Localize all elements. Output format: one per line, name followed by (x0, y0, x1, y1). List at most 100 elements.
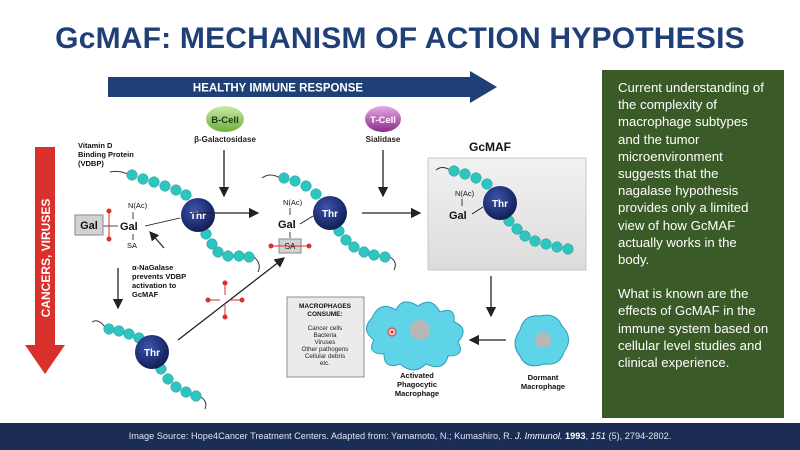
chain-bead (103, 323, 115, 335)
side-panel: Current understanding of the complexity … (602, 70, 784, 418)
gal-removed-box (74, 214, 104, 236)
dormant-macrophage: Dormant Macrophage (514, 314, 569, 391)
svg-text:MACROPHAGES: MACROPHAGES (299, 303, 352, 310)
svg-text:N(Ac): N(Ac) (128, 201, 148, 210)
svg-text:N(Ac): N(Ac) (283, 198, 303, 207)
cancers-viruses-arrow: CANCERS, VIRUSES (25, 147, 65, 374)
t-cell-enzyme: Sialidase (366, 135, 401, 144)
svg-text:CONSUME:: CONSUME: (307, 311, 342, 318)
thr-node (483, 186, 517, 220)
svg-text:Cancer cells: Cancer cells (308, 325, 343, 332)
chain-bead (190, 390, 202, 402)
chain-bead (180, 386, 192, 398)
chain-bead (278, 172, 290, 184)
svg-text:prevents VDBP: prevents VDBP (132, 272, 186, 281)
blocked-arrow (177, 257, 286, 341)
svg-text:Thr: Thr (190, 211, 206, 222)
chain-tail (389, 256, 396, 271)
svg-text:Gal: Gal (80, 220, 98, 232)
chain-bead (206, 238, 218, 250)
chain-bead (170, 381, 182, 393)
vdbp-molecule: Thr N(Ac) Gal SA Gal (74, 169, 260, 273)
chain-bead (379, 251, 391, 263)
svg-text:Cellular debris: Cellular debris (305, 353, 345, 360)
chain-bead (368, 249, 380, 261)
svg-text:etc.: etc. (320, 360, 330, 367)
chain-bead (289, 175, 301, 187)
blocked-molecule: Thr (91, 320, 207, 410)
blocked-cross (205, 280, 245, 320)
side-panel-paragraph-1: Current understanding of the complexity … (618, 80, 764, 268)
chain-bead (148, 176, 160, 188)
chain-tail (253, 256, 260, 273)
svg-text:GcMAF: GcMAF (132, 290, 159, 299)
chain-bead (243, 251, 255, 263)
b-cell-enzyme: β-Galactosidase (194, 135, 256, 144)
svg-text:Bacteria: Bacteria (313, 332, 337, 339)
svg-text:Other pathogens: Other pathogens (302, 346, 349, 353)
citation-text: Image Source: Hope4Cancer Treatment Cent… (128, 431, 515, 441)
citation-journal: J. Immunol. (514, 431, 563, 441)
mechanism-diagram: HEALTHY IMMUNE RESPONSE CANCERS, VIRUSES… (25, 71, 587, 410)
nagalase-note: α-NaGalase prevents VDBP activation to G… (132, 263, 186, 299)
vdbp-label: Vitamin D Binding Protein (VDBP) (78, 141, 134, 168)
gcmaf-label: GcMAF (469, 140, 511, 154)
chain-bead (159, 180, 171, 192)
b-cell-label: B-Cell (211, 115, 238, 126)
chain-bead (310, 188, 322, 200)
chain-tail (109, 170, 129, 175)
thr-node (313, 196, 347, 230)
chain-bead (340, 234, 352, 246)
chain-bead (233, 250, 245, 262)
b-cell: B-Cell β-Galactosidase (194, 106, 256, 144)
svg-text:(VDBP): (VDBP) (78, 159, 104, 168)
svg-text:Macrophage: Macrophage (395, 389, 439, 398)
svg-text:Thr: Thr (492, 199, 508, 210)
chain-bead (162, 373, 174, 385)
chain-bead (562, 243, 574, 255)
chain-tail (200, 396, 207, 410)
healthy-response-arrow: HEALTHY IMMUNE RESPONSE (108, 71, 497, 103)
chain-bead (170, 184, 182, 196)
footer-citation: Image Source: Hope4Cancer Treatment Cent… (0, 423, 800, 450)
citation-volume: 151 (590, 431, 606, 441)
svg-text:Gal: Gal (120, 221, 138, 233)
chain-bead (540, 238, 552, 250)
cancers-viruses-label: CANCERS, VIRUSES (39, 199, 53, 318)
chain-bead (470, 172, 482, 184)
svg-text:Dormant: Dormant (528, 373, 559, 382)
chain-bead (511, 223, 523, 235)
page-title: GcMAF: MECHANISM OF ACTION HYPOTHESIS (55, 22, 745, 55)
activated-macrophage: Activated Phagocytic Macrophage (366, 301, 464, 398)
svg-text:activation to: activation to (132, 281, 177, 290)
chain-tail (261, 174, 281, 179)
thr-node (135, 335, 169, 369)
chain-bead (113, 325, 125, 337)
chain-bead (519, 230, 531, 242)
svg-text:Thr: Thr (144, 348, 160, 359)
thr-node (181, 198, 215, 232)
svg-text:Gal: Gal (449, 210, 467, 222)
healthy-response-label: HEALTHY IMMUNE RESPONSE (193, 83, 364, 95)
svg-text:Activated: Activated (400, 371, 434, 380)
chain-bead (448, 165, 460, 177)
chain-tail (91, 320, 106, 328)
citation-year: 1993 (564, 431, 586, 441)
chain-bead (358, 246, 370, 258)
svg-text:α-NaGalase: α-NaGalase (132, 263, 173, 272)
svg-text:Phagocytic: Phagocytic (397, 380, 437, 389)
chain-bead (300, 180, 312, 192)
chain-bead (123, 328, 135, 340)
macrophages-consume-box: MACROPHAGES CONSUME: Cancer cells Bacter… (286, 296, 365, 378)
svg-text:Gal: Gal (278, 219, 296, 231)
chain-bead (137, 173, 149, 185)
svg-text:Thr: Thr (322, 209, 338, 220)
chain-bead (126, 169, 138, 181)
chain-bead (459, 168, 471, 180)
svg-text:Viruses: Viruses (315, 339, 336, 346)
svg-text:Binding Protein: Binding Protein (78, 150, 134, 159)
chain-bead (222, 250, 234, 262)
chain-bead (481, 178, 493, 190)
svg-text:Vitamin D: Vitamin D (78, 141, 113, 150)
side-panel-paragraph-2: What is known are the effects of GcMAF i… (618, 286, 769, 371)
